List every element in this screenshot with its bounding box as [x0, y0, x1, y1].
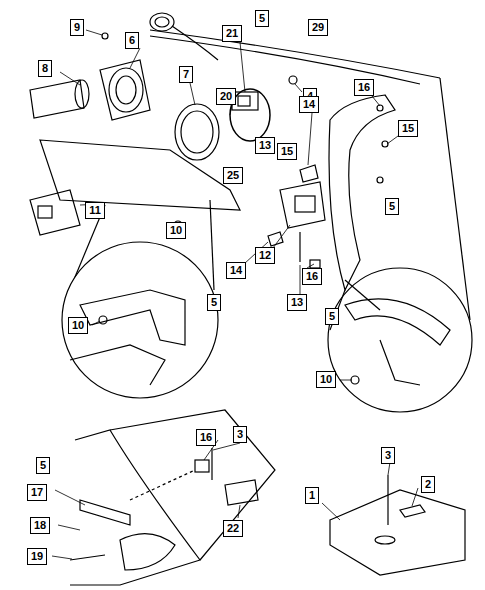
callout-number: 10	[166, 222, 186, 239]
leader-lines	[52, 30, 418, 559]
fuel-door-opening	[181, 111, 213, 153]
detail-circle	[62, 242, 218, 398]
detail-line	[440, 78, 470, 320]
callout-number: 20	[216, 88, 236, 105]
flare-bracket	[280, 182, 325, 228]
callout-number: 5	[325, 308, 339, 325]
callout-number: 9	[70, 19, 84, 36]
clip	[400, 505, 425, 517]
clip	[268, 232, 283, 246]
callout-number: 13	[255, 137, 275, 154]
screw	[70, 555, 105, 560]
callout-number: 13	[287, 294, 307, 311]
callout-number: 6	[125, 32, 139, 49]
callout-number: 2	[421, 476, 435, 493]
callout-number: 8	[38, 60, 52, 77]
callout-number: 3	[233, 426, 247, 443]
body-panel	[40, 140, 240, 210]
callout-number: 18	[30, 517, 50, 534]
callout-number: 17	[27, 484, 47, 501]
callout-number: 19	[27, 548, 47, 565]
bracket	[30, 190, 80, 235]
floor-panel	[330, 490, 465, 575]
callout-number: 1	[305, 487, 319, 504]
hole	[375, 536, 395, 544]
callout-number: 3	[381, 447, 395, 464]
callout-number: 29	[308, 19, 328, 36]
screw	[377, 177, 383, 183]
callout-number: 25	[223, 167, 243, 184]
panel-edge	[150, 30, 440, 78]
filler-neck	[75, 80, 89, 108]
callout-number: 22	[223, 520, 243, 537]
callout-number: 16	[196, 429, 216, 446]
cap-tether	[172, 26, 218, 60]
wheel-flare	[329, 95, 395, 290]
callout-number: 10	[316, 371, 336, 388]
wheel-opening	[120, 534, 175, 570]
callout-number: 5	[255, 10, 269, 27]
callout-number: 5	[207, 294, 221, 311]
detail-circle	[328, 268, 472, 412]
bolt	[299, 232, 300, 262]
seal	[80, 500, 130, 525]
wheel-flare	[345, 280, 380, 310]
filler-housing	[116, 76, 136, 104]
callout-number: 7	[179, 66, 193, 83]
body-sill	[110, 410, 275, 560]
screw	[211, 448, 212, 480]
filler-housing	[100, 60, 150, 120]
filler-housing	[109, 68, 143, 112]
callout-number: 5	[385, 198, 399, 215]
flare-bracket	[295, 196, 315, 212]
callout-number: 15	[277, 143, 297, 160]
screw	[99, 316, 107, 324]
clip	[300, 165, 318, 182]
detail-line	[210, 200, 214, 290]
callout-number: 14	[226, 262, 246, 279]
screw	[102, 33, 108, 39]
callout-number: 12	[255, 247, 275, 264]
alignment-line	[130, 470, 195, 500]
callout-number: 21	[222, 25, 242, 42]
callout-number: 16	[354, 79, 374, 96]
flare-detail	[380, 340, 420, 385]
callout-number: 5	[36, 457, 50, 474]
flare-detail	[345, 299, 450, 345]
body-sill	[70, 430, 200, 585]
fuel-door-opening	[175, 104, 219, 160]
callout-number: 11	[85, 202, 105, 219]
door-hinge	[238, 96, 250, 106]
fuel-cap	[150, 13, 174, 31]
bracket	[38, 206, 52, 218]
callout-number: 14	[299, 96, 319, 113]
callout-number: 15	[398, 120, 418, 137]
screw	[387, 475, 388, 525]
screw	[289, 76, 297, 84]
panel-detail	[80, 290, 185, 345]
screw	[351, 376, 359, 384]
bracket	[225, 480, 258, 505]
callout-number: 16	[302, 268, 322, 285]
panel-detail	[70, 345, 165, 385]
callout-number: 10	[68, 317, 88, 334]
fuel-cap	[155, 17, 169, 27]
clip	[195, 460, 209, 472]
panel-edge	[150, 36, 420, 84]
